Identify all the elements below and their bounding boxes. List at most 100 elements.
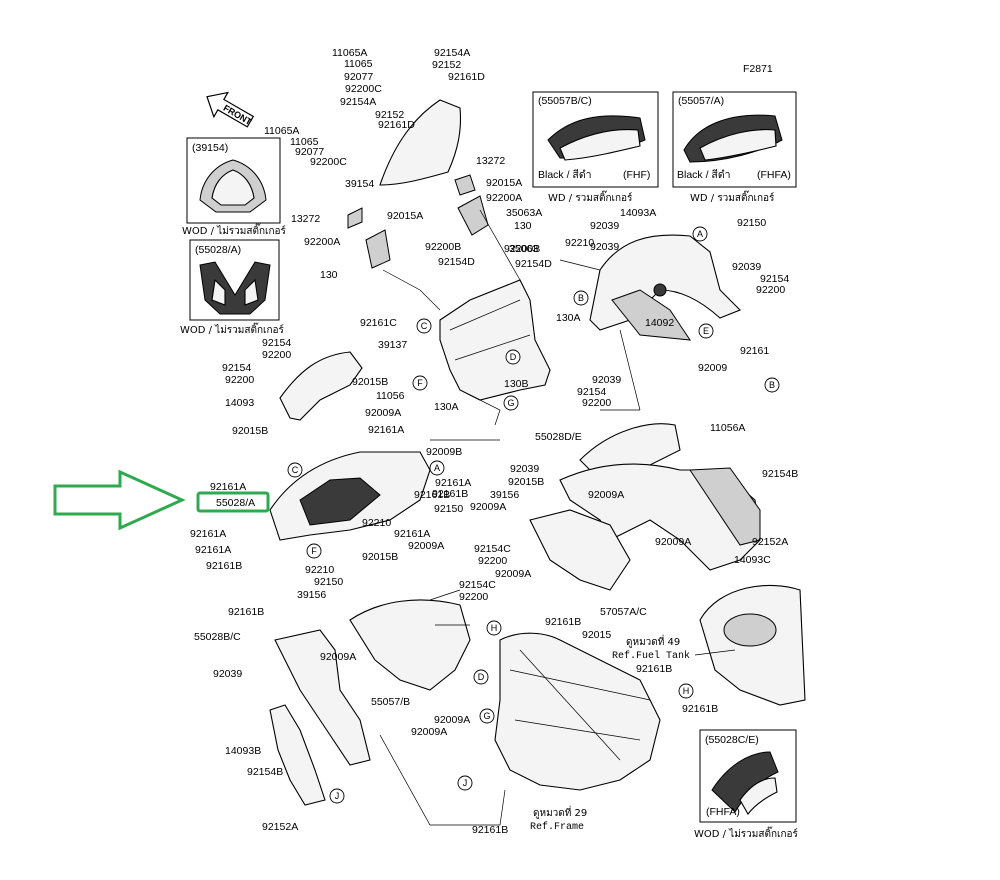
part-label: 92009A	[411, 726, 447, 738]
svg-text:F: F	[417, 378, 423, 388]
bracket-39137	[439, 279, 551, 401]
inset-note: (FHFA)	[706, 806, 740, 818]
part-label: 39156	[297, 589, 326, 601]
marker-j: J	[457, 775, 473, 791]
inset-note: Black / สีดำ	[677, 168, 731, 181]
marker-g: G	[503, 395, 519, 411]
part-label: 14092	[645, 317, 674, 329]
svg-text:H: H	[491, 623, 498, 633]
svg-text:F: F	[311, 546, 317, 556]
part-label: 92161B	[228, 606, 264, 618]
inset-code: (55028C/E)	[705, 734, 759, 746]
part-label: 92150	[737, 217, 766, 229]
marker-j: J	[329, 788, 345, 804]
part-label: 92161B	[636, 663, 672, 675]
part-label: 92009A	[408, 540, 444, 552]
part-label: 92210	[362, 517, 391, 529]
part-label: 92210	[565, 237, 594, 249]
part-label: 55057/B	[371, 696, 410, 708]
part-label: 92210	[305, 564, 334, 576]
part-label: 92039	[213, 668, 242, 680]
part-label: 92015B	[232, 425, 268, 437]
ref-fuel-tank: ดูหมวดที่ 49 Ref.Fuel Tank	[612, 634, 736, 662]
cover-14093b	[269, 704, 326, 806]
part-label: 92154C	[474, 543, 511, 555]
highlight-box	[196, 491, 270, 513]
part-label: 92015	[582, 629, 611, 641]
part-label: 39154	[345, 178, 374, 190]
cover-14093	[279, 351, 363, 421]
part-label: 14093	[225, 397, 254, 409]
cowl-55057b	[349, 599, 471, 691]
ref-en: Ref.Fuel Tank	[612, 650, 690, 662]
part-label: 92009	[698, 362, 727, 374]
inset-caption: WOD / ไม่รวมสติ๊กเกอร์	[182, 223, 287, 237]
svg-text:G: G	[483, 711, 490, 721]
part-label: 92200A	[304, 236, 340, 248]
part-label: 11056A	[710, 422, 745, 434]
part-label: 130A	[434, 401, 459, 413]
part-label: 92150	[434, 503, 463, 515]
part-label: 92200	[478, 555, 507, 567]
inset-note: (FHFA)	[757, 169, 791, 181]
part-label: 92015B	[362, 551, 398, 563]
part-label: 92154C	[459, 579, 496, 591]
marker-f: F	[306, 543, 322, 559]
part-label: 92200C	[345, 83, 382, 95]
part-label: 92039	[510, 463, 539, 475]
part-label: 92039	[732, 261, 761, 273]
inset-55057a: (55057/A) Black / สีดำ (FHFA) WD / รวมสต…	[672, 91, 797, 204]
part-label: 92009A	[588, 489, 624, 501]
part-label: 55028D/E	[535, 431, 582, 443]
part-label: 130	[514, 220, 532, 232]
ref-thai: ดูหมวดที่ 49	[626, 634, 680, 648]
inset-55057bc: (55057B/C) Black / สีดำ (FHF) WD / รวมสต…	[532, 91, 659, 204]
part-label: 92154A	[340, 96, 376, 108]
part-label: 130B	[504, 378, 529, 390]
part-label: 92039	[590, 220, 619, 232]
inset-caption: WD / รวมสติ๊กเกอร์	[548, 190, 633, 204]
highlight-label: 55028/A	[216, 497, 255, 509]
part-label: 11065	[290, 136, 319, 148]
marker-a: A	[429, 460, 445, 476]
part-label: 92009A	[495, 568, 531, 580]
cowl-55028de	[579, 423, 681, 471]
part-label: 14093B	[225, 745, 261, 757]
part-label: 11065	[344, 58, 373, 70]
part-label: 92015A	[387, 210, 423, 222]
part-label: 92200A	[486, 192, 522, 204]
part-label: 92152A	[262, 821, 298, 833]
part-label: 92161	[740, 345, 769, 357]
svg-text:A: A	[697, 229, 703, 239]
part-label: 92161B	[545, 616, 581, 628]
part-label: 92009A	[365, 407, 401, 419]
part-label: 92077	[344, 71, 373, 83]
inset-note: (FHF)	[623, 169, 650, 181]
part-label: 35063A	[506, 207, 542, 219]
part-label: 92154	[760, 273, 789, 285]
svg-text:C: C	[292, 465, 299, 475]
part-label: 92161D	[378, 119, 415, 131]
svg-text:C: C	[421, 321, 428, 331]
inset-caption: WOD / ไม่รวมสติ๊กเกอร์	[180, 322, 285, 336]
part-label: 92161A	[368, 424, 404, 436]
inset-code: (55057B/C)	[538, 95, 592, 107]
inset-39154: (39154) WOD / ไม่รวมสติ๊กเกอร์	[182, 137, 287, 237]
part-label: 92154	[577, 386, 606, 398]
part-label: 14093A	[620, 207, 656, 219]
cowl-55028bc	[274, 629, 371, 766]
part-label: 92039	[590, 241, 619, 253]
part-label: 11056	[376, 390, 405, 402]
part-label: 130	[320, 269, 338, 281]
part-label: 92161C	[360, 317, 397, 329]
part-label: 39156	[490, 489, 519, 501]
part-label: 92077	[295, 146, 324, 158]
inset-note: Black / สีดำ	[538, 168, 592, 181]
part-label: 92200	[582, 397, 611, 409]
part-label: 92161A	[195, 544, 231, 556]
part-label: 92154	[262, 337, 291, 349]
inset-55028ce: (55028C/E) (FHFA) WOD / ไม่รวมสติ๊กเกอร์	[694, 729, 799, 840]
windshield	[379, 99, 461, 186]
